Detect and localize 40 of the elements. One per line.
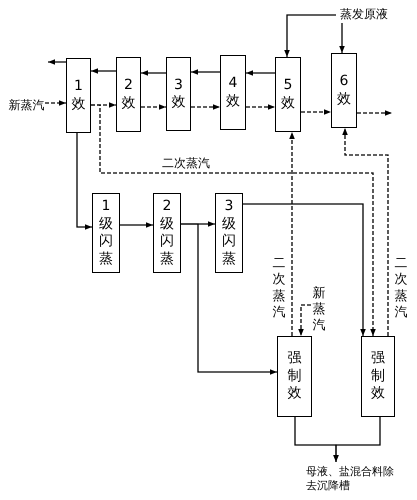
effect-box: 5效: [275, 57, 301, 132]
effect-box: 1效: [66, 58, 91, 133]
steam-arrow: [357, 110, 392, 116]
flow-arrow: [333, 417, 381, 462]
flow-arrow: [181, 223, 277, 375]
effect-box: 3效: [166, 57, 191, 131]
forced-effect-box: 强制效: [277, 336, 312, 417]
forced-effect-box: 强制效: [361, 336, 395, 417]
edge-label: 二次蒸汽: [394, 256, 408, 321]
steam-arrow: [289, 132, 295, 336]
feed-label: 蒸发原液: [336, 7, 392, 23]
flow-arrow: [339, 23, 345, 53]
steam-label: 新蒸汽: [8, 98, 45, 113]
flow-arrow: [91, 68, 116, 74]
flash-box: 3级闪蒸: [215, 193, 243, 273]
outlet-label: 母液、盐混合料除去沉降槽: [306, 462, 398, 496]
flash-box: 1级闪蒸: [92, 193, 120, 273]
steam-arrow: [141, 104, 166, 110]
steam-arrow: [91, 104, 376, 336]
steam-arrow: [191, 104, 220, 110]
flow-arrow: [284, 14, 336, 57]
effect-box: 6效: [331, 53, 357, 128]
effect-box: 4效: [220, 55, 246, 130]
edge-label: 二次蒸汽: [162, 156, 210, 170]
steam-arrow: [298, 304, 311, 336]
flow-arrow: [141, 70, 166, 76]
effect-box: 2效: [116, 57, 141, 132]
steam-arrow: [45, 100, 66, 106]
flash-box: 2级闪蒸: [153, 193, 181, 273]
flow-arrow: [48, 59, 66, 65]
flow-arrow: [246, 70, 275, 76]
edge-label: 二次蒸汽: [272, 256, 286, 321]
flow-arrow: [76, 133, 92, 230]
steam-label: 新蒸汽: [311, 286, 327, 334]
flow-arrow: [191, 69, 220, 75]
flow-arrow: [120, 222, 153, 228]
steam-arrow: [301, 109, 331, 115]
flow-arrow: [243, 203, 366, 336]
steam-arrow: [246, 104, 275, 110]
steam-arrow: [342, 128, 389, 336]
